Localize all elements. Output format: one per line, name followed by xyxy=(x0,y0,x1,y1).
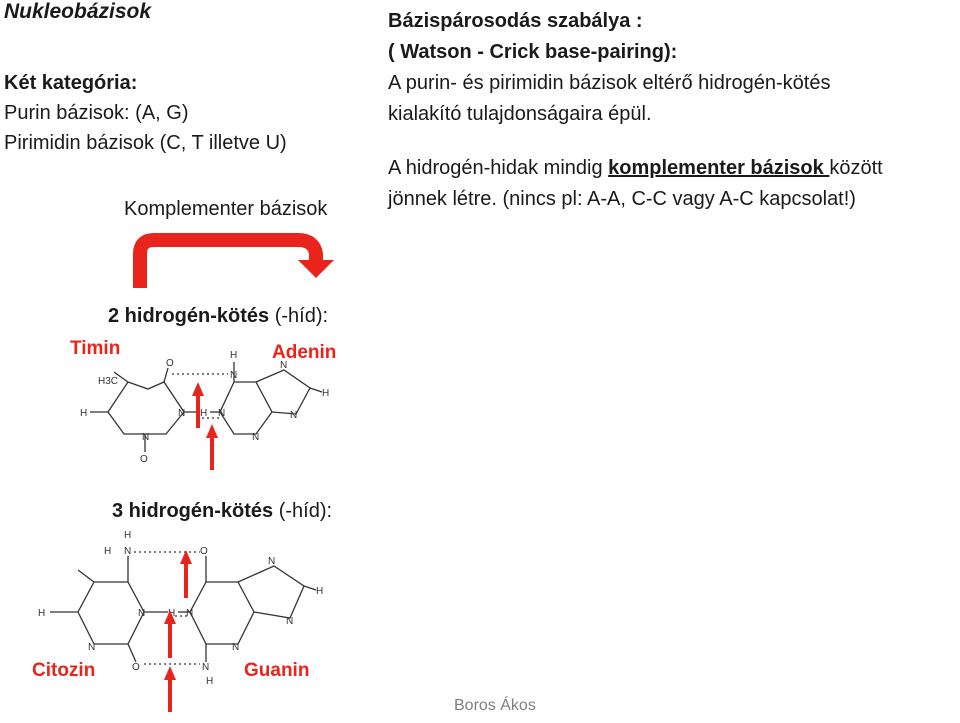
rule-block: Bázispárosodás szabálya : ( Watson - Cri… xyxy=(388,6,883,215)
rule-line-1: A purin- és pirimidin bázisok eltérő hid… xyxy=(388,72,831,94)
up-arrow-icon xyxy=(192,382,204,428)
hbond2-heading: 2 hidrogén-kötés (-híd): xyxy=(108,305,328,328)
svg-text:N: N xyxy=(138,608,145,619)
rule-line-3-pre: A hidrogén-hidak mindig xyxy=(388,157,609,179)
hbond3-heading: 3 hidrogén-kötés (-híd): xyxy=(112,500,332,523)
rule-line-2: kialakító tulajdonságaira épül. xyxy=(388,103,652,125)
svg-text:N: N xyxy=(218,408,225,419)
timin-adenin-diagram: O H H3C O N N H H N N N N H N Timin Aden… xyxy=(70,338,336,465)
svg-text:H: H xyxy=(316,586,323,597)
curved-arrow-icon xyxy=(133,233,334,288)
svg-text:N: N xyxy=(232,642,239,653)
rule-line-3: A hidrogén-hidak mindig komplementer báz… xyxy=(388,153,883,184)
svg-text:N: N xyxy=(142,432,149,443)
svg-text:N: N xyxy=(88,642,95,653)
adenin-label: Adenin xyxy=(272,342,336,363)
svg-text:N: N xyxy=(202,662,209,673)
svg-text:H: H xyxy=(200,408,207,419)
author-footer: Boros Ákos xyxy=(454,697,536,714)
svg-text:N: N xyxy=(124,546,131,557)
svg-text:O: O xyxy=(132,662,140,673)
svg-text:H: H xyxy=(206,676,213,687)
rule-subheading: ( Watson - Crick base-pairing): xyxy=(388,41,678,63)
svg-text:N: N xyxy=(286,616,293,627)
purin-line: Purin bázisok: (A, G) xyxy=(4,102,189,124)
hbond2-rest: (-híd): xyxy=(269,305,329,327)
guanin-label: Guanin xyxy=(244,660,309,681)
svg-text:O: O xyxy=(166,358,174,369)
citozin-guanin-diagram: H N H O N H N H N O N N N H N H Citozin … xyxy=(32,530,323,687)
svg-text:H: H xyxy=(104,546,111,557)
svg-text:H: H xyxy=(322,388,329,399)
up-arrow-icon xyxy=(164,610,176,658)
methyl-group-label: H3C xyxy=(98,376,118,387)
hbond3-bold: 3 hidrogén-kötés xyxy=(112,500,274,522)
rule-line-4: jönnek létre. (nincs pl: A-A, C-C vagy A… xyxy=(388,188,856,210)
svg-text:H: H xyxy=(230,350,237,361)
komplementer-label: Komplementer bázisok xyxy=(124,198,328,220)
hbond-arrows-1 xyxy=(192,382,218,470)
page-title: Nukleobázisok xyxy=(4,0,152,23)
svg-text:H: H xyxy=(38,608,45,619)
up-arrow-icon xyxy=(164,666,176,712)
hbond3-rest: (-híd): xyxy=(273,500,333,522)
svg-text:N: N xyxy=(178,408,185,419)
up-arrow-icon xyxy=(206,424,218,470)
pirimidin-line: Pirimidin bázisok (C, T illetve U) xyxy=(4,132,287,154)
rule-line-3-post: között xyxy=(829,157,883,179)
timin-label: Timin xyxy=(70,338,120,359)
hbond-arrows-2 xyxy=(164,550,192,712)
svg-text:H: H xyxy=(80,408,87,419)
rule-line-3-bold: komplementer bázisok xyxy=(608,157,830,179)
hbond2-bold: 2 hidrogén-kötés xyxy=(108,305,270,327)
svg-text:N: N xyxy=(290,410,297,421)
svg-text:H: H xyxy=(168,608,175,619)
svg-text:N: N xyxy=(268,556,275,567)
categories-heading: Két kategória: xyxy=(4,72,138,94)
rule-heading: Bázispárosodás szabálya : xyxy=(388,10,643,32)
svg-text:O: O xyxy=(140,454,148,465)
svg-text:N: N xyxy=(280,360,287,371)
svg-text:N: N xyxy=(186,608,193,619)
svg-text:O: O xyxy=(200,546,208,557)
svg-text:N: N xyxy=(252,432,259,443)
up-arrow-icon xyxy=(180,550,192,598)
svg-text:N: N xyxy=(230,370,237,381)
svg-text:H: H xyxy=(124,530,131,541)
citozin-label: Citozin xyxy=(32,660,95,681)
